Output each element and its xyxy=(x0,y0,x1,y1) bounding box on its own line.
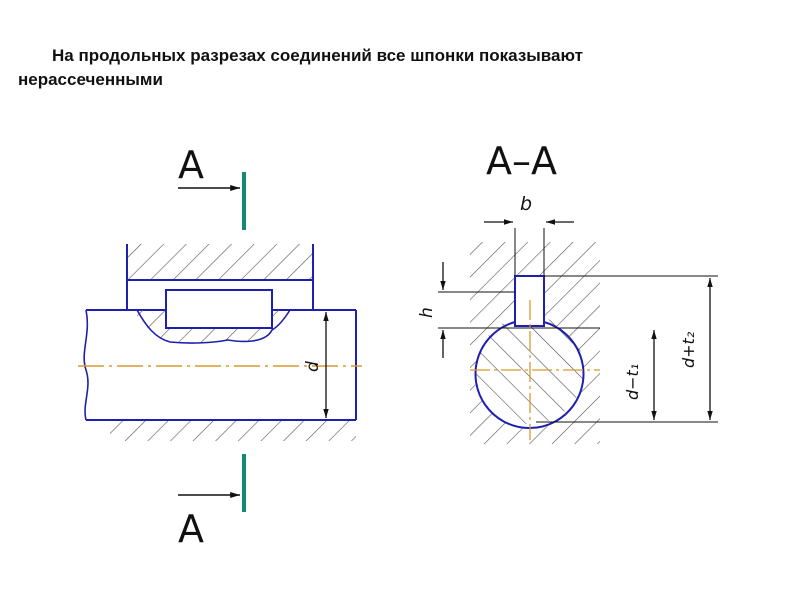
section-title: А–А xyxy=(486,139,557,183)
caption: На продольных разрезах соединений все шп… xyxy=(18,44,788,92)
dimension-d-minus-t1-label: d−t₁ xyxy=(623,364,642,400)
caption-line-2: нерассеченными xyxy=(18,70,163,89)
section-letter-top: А xyxy=(178,143,204,187)
dimension-b-label: b xyxy=(520,193,532,215)
lower-hatch xyxy=(110,421,356,441)
key xyxy=(165,289,273,329)
caption-line-1: На продольных разрезах соединений все шп… xyxy=(52,46,583,65)
dimension-d-plus-t2-label: d+t₂ xyxy=(679,331,698,368)
local-section-break xyxy=(136,309,291,344)
cross-section: А–А b h d−t₁ d+t₂ xyxy=(417,139,718,444)
shaft-left-break xyxy=(83,309,89,421)
section-letter-bottom: А xyxy=(178,507,204,551)
hub-hatch xyxy=(127,244,313,280)
dimension-d-label: d xyxy=(303,361,323,372)
longitudinal-section: d А А xyxy=(78,143,362,551)
dimension-h-label: h xyxy=(417,307,437,318)
